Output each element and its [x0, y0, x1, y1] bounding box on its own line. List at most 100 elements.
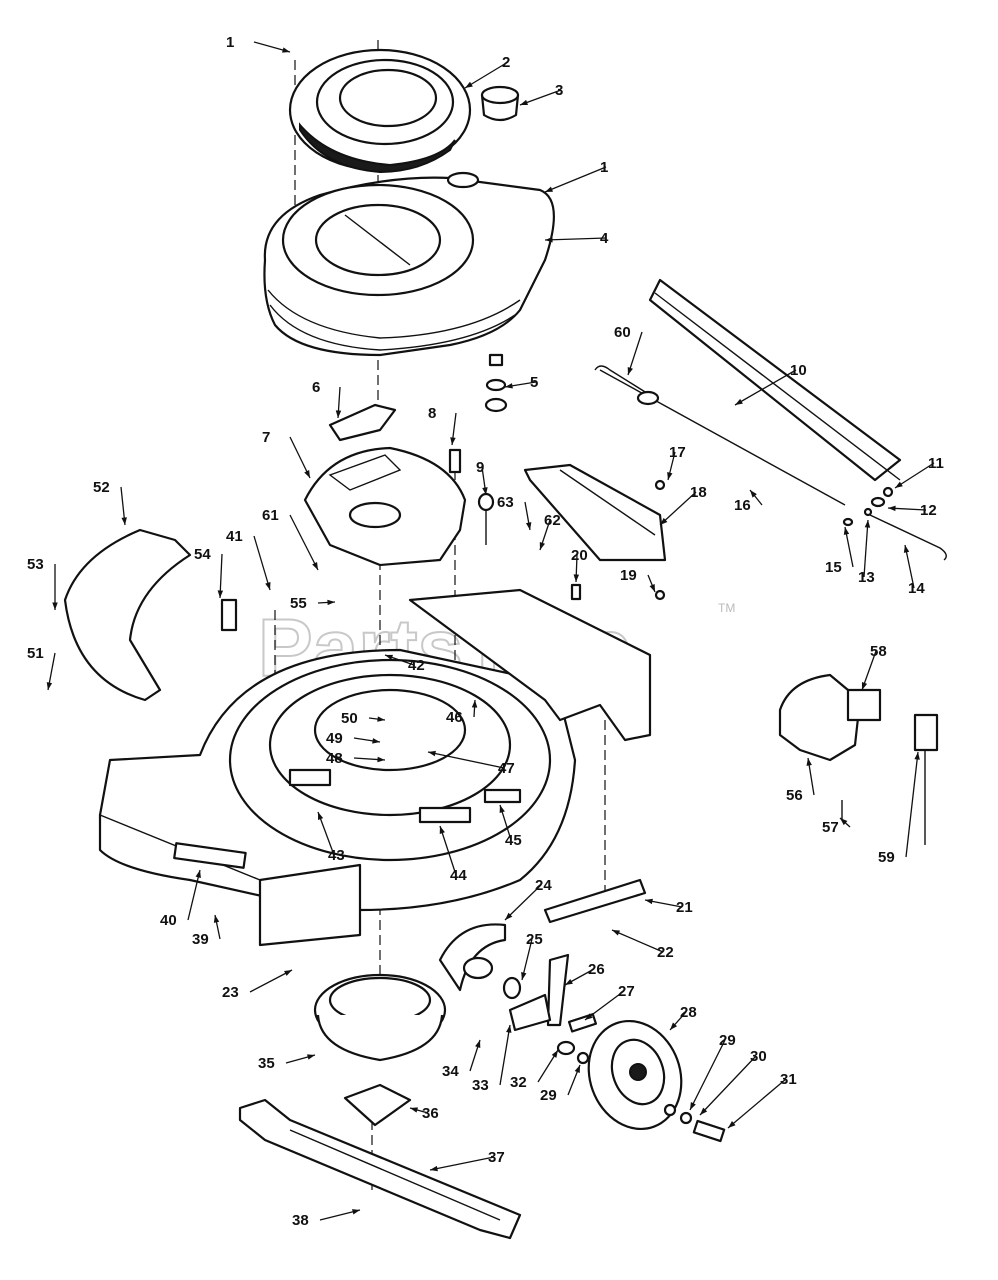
part-callout-number[interactable]: 28 — [680, 1004, 697, 1021]
part-callout-number[interactable]: 9 — [476, 459, 484, 476]
height-adjuster-24[interactable] — [438, 923, 507, 992]
screw-17[interactable] — [654, 479, 666, 491]
part-callout-number[interactable]: 40 — [160, 912, 177, 929]
part-callout-number[interactable]: 31 — [780, 1071, 797, 1088]
part-callout-number[interactable]: 43 — [328, 847, 345, 864]
part-callout-number[interactable]: 29 — [540, 1087, 557, 1104]
plug-59[interactable] — [913, 713, 939, 845]
part-callout-number[interactable]: 48 — [326, 750, 343, 767]
screw-19[interactable] — [654, 589, 666, 601]
part-callout-number[interactable]: 11 — [928, 455, 944, 472]
part-callout-number[interactable]: 37 — [488, 1149, 505, 1166]
part-callout-number[interactable]: 58 — [870, 643, 887, 660]
bracket-54[interactable] — [220, 598, 238, 632]
part-callout-number[interactable]: 12 — [920, 502, 937, 519]
part-callout-number[interactable]: 16 — [734, 497, 751, 514]
part-callout-number[interactable]: 27 — [618, 983, 635, 1000]
part-callout-number[interactable]: 34 — [442, 1063, 459, 1080]
part-callout-number[interactable]: 63 — [497, 494, 514, 511]
lever-26[interactable] — [546, 953, 570, 1027]
part-callout-number[interactable]: 24 — [535, 877, 552, 894]
bracket-33[interactable] — [508, 993, 552, 1032]
part-callout-number[interactable]: 33 — [472, 1077, 489, 1094]
part-callout-number[interactable]: 17 — [669, 444, 686, 461]
air-cleaner-cover[interactable] — [288, 48, 472, 174]
part-callout-number[interactable]: 26 — [588, 961, 605, 978]
bolt-8[interactable] — [448, 448, 462, 474]
part-callout-number[interactable]: 59 — [878, 849, 895, 866]
part-callout-number[interactable]: 2 — [502, 54, 510, 71]
part-callout-number[interactable]: 49 — [326, 730, 343, 747]
part-callout-number[interactable]: 38 — [292, 1212, 309, 1229]
part-callout-number[interactable]: 51 — [27, 645, 44, 662]
part-callout-number[interactable]: 56 — [786, 787, 803, 804]
part-callout-number[interactable]: 23 — [222, 984, 239, 1001]
part-callout-number[interactable]: 5 — [530, 374, 538, 391]
part-callout-number[interactable]: 53 — [27, 556, 44, 573]
linkage-hardware[interactable] — [842, 486, 947, 561]
part-callout-number[interactable]: 21 — [676, 899, 693, 916]
blade-adapter-35[interactable] — [313, 973, 447, 1062]
part-callout-number[interactable]: 1 — [600, 159, 608, 176]
part-callout-number[interactable]: 25 — [526, 931, 543, 948]
plate-36[interactable] — [343, 1083, 412, 1127]
part-callout-number[interactable]: 1 — [226, 34, 234, 51]
part-callout-number[interactable]: 10 — [790, 362, 807, 379]
part-callout-number[interactable]: 20 — [571, 547, 588, 564]
eyebolt-9[interactable] — [477, 492, 495, 545]
part-callout-number[interactable]: 19 — [620, 567, 637, 584]
part-callout-number[interactable]: 45 — [505, 832, 522, 849]
part-callout-number[interactable]: 54 — [194, 546, 211, 563]
part-callout-number[interactable]: 61 — [262, 507, 279, 524]
part-callout-number[interactable]: 6 — [312, 379, 320, 396]
part-callout-number[interactable]: 42 — [408, 657, 425, 674]
mower-blade-37[interactable] — [238, 1098, 522, 1240]
part-callout-number[interactable]: 22 — [657, 944, 674, 961]
part-callout-number[interactable]: 50 — [341, 710, 358, 727]
part-callout-number[interactable]: 15 — [825, 559, 842, 576]
part-callout-number[interactable]: 39 — [192, 931, 209, 948]
mower-deck[interactable] — [98, 588, 652, 947]
washer-32[interactable] — [556, 1040, 576, 1056]
handle-mount-18[interactable] — [523, 463, 667, 562]
washer-25[interactable] — [502, 976, 522, 1000]
part-callout-number[interactable]: 4 — [600, 230, 609, 247]
wheel-28[interactable] — [574, 1008, 696, 1142]
part-callout-number[interactable]: 36 — [422, 1105, 439, 1122]
part-callout-number[interactable]: 44 — [450, 867, 467, 884]
motor-cover-56[interactable] — [778, 673, 862, 762]
callout-leader — [249, 969, 293, 993]
screw-20[interactable] — [570, 583, 582, 601]
part-callout-number[interactable]: 52 — [93, 479, 110, 496]
part-callout-number[interactable]: 62 — [544, 512, 561, 529]
part-callout-number[interactable]: 13 — [858, 569, 875, 586]
part-callout-number[interactable]: 41 — [226, 528, 243, 545]
gasket[interactable] — [328, 403, 397, 442]
part-callout-number[interactable]: 60 — [614, 324, 631, 341]
part-callout-number[interactable]: 18 — [690, 484, 707, 501]
part-callout-number[interactable]: 7 — [262, 429, 270, 446]
part-callout-number[interactable]: 3 — [555, 82, 563, 99]
bracket-21[interactable] — [543, 878, 647, 924]
part-callout-number[interactable]: 32 — [510, 1074, 527, 1091]
fastener-stack-5[interactable] — [484, 353, 508, 413]
washer-29a[interactable] — [576, 1051, 590, 1065]
grass-chute-52[interactable] — [63, 528, 192, 702]
bolt-31[interactable] — [692, 1119, 726, 1143]
part-callout-number[interactable]: 35 — [258, 1055, 275, 1072]
engine-shroud[interactable] — [263, 171, 555, 357]
part-callout-number[interactable]: 47 — [498, 760, 515, 777]
part-callout-number[interactable]: 14 — [908, 580, 925, 597]
part-callout-number[interactable]: 55 — [290, 595, 307, 612]
washer-30[interactable] — [679, 1111, 693, 1125]
fuel-cap[interactable] — [480, 85, 520, 122]
part-callout-number[interactable]: 8 — [428, 405, 436, 422]
handle-bracket-10[interactable] — [599, 278, 902, 506]
control-rod-60[interactable] — [594, 365, 660, 406]
washer-29b[interactable] — [663, 1103, 677, 1117]
part-callout-number[interactable]: 46 — [446, 709, 463, 726]
part-callout-number[interactable]: 29 — [719, 1032, 736, 1049]
part-callout-number[interactable]: 30 — [750, 1048, 767, 1065]
part-callout-number[interactable]: 57 — [822, 819, 839, 836]
carburetor-plate[interactable] — [303, 446, 467, 567]
